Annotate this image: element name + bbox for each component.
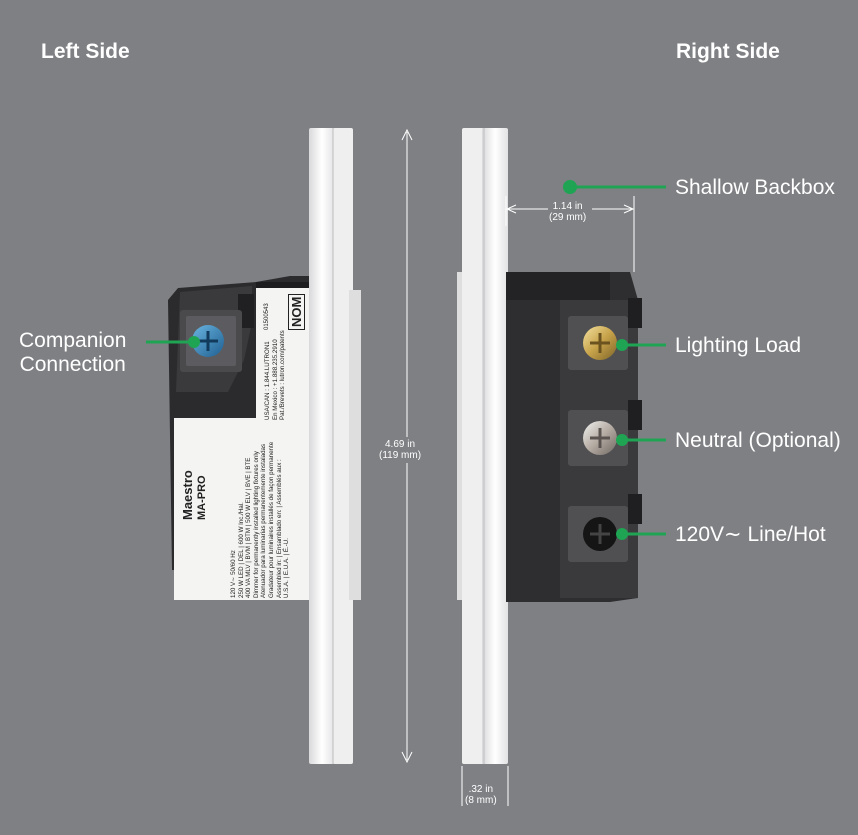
dim-metric: (119 mm) xyxy=(379,450,422,461)
plate-dimension-line xyxy=(461,766,509,806)
left-wall-plate xyxy=(309,128,361,764)
device-model: MA-PRO xyxy=(196,475,208,520)
height-dimension-label: 4.69 in (119 mm) xyxy=(379,437,422,463)
spec-line: U.S.A. | E.U.A. | É.-U. xyxy=(283,538,291,598)
contact-line: En Mexico : +1.888.235.2910 xyxy=(271,339,279,420)
plate-dimension-label: .32 in (8 mm) xyxy=(465,784,497,806)
lighting-load-callout: Lighting Load xyxy=(675,334,802,357)
depth-dimension-label: 1.14 in (29 mm) xyxy=(549,201,586,223)
spec-line: Assembled in: | Ensamblado en: | Assembl… xyxy=(275,459,283,598)
device-specs: 120 V∼ 50/60 Hz 250 W LED | DEL | 600 W … xyxy=(230,420,291,598)
callout-lines xyxy=(146,180,666,540)
nom-mark: NOM xyxy=(288,293,305,330)
neutral-callout: Neutral (Optional) xyxy=(675,429,841,452)
spec-line: 250 W LED | DEL | 600 W Inc./Hal. xyxy=(237,502,245,598)
serial-number: 01500543 xyxy=(264,303,270,330)
contact-line: Pat./Brevets : lutron.com/patents xyxy=(279,330,287,420)
spec-line: 120 V∼ 50/60 Hz xyxy=(230,550,237,598)
spec-line: 400 VA MLV | BVM | BTM | 500 W ELV | BVE… xyxy=(245,457,253,598)
dim-imperial: 4.69 in xyxy=(385,439,416,450)
line-hot-terminal xyxy=(568,506,628,562)
companion-terminal xyxy=(180,310,242,372)
callout-line-2: Connection xyxy=(19,353,126,376)
right-side-heading: Right Side xyxy=(676,40,780,63)
companion-connection-callout: Companion Connection xyxy=(19,329,126,377)
spec-line: Gradateur pour luminaires installés de f… xyxy=(267,441,275,598)
dim-metric: (8 mm) xyxy=(465,795,497,806)
shallow-backbox-callout: Shallow Backbox xyxy=(675,176,835,199)
left-device-label xyxy=(174,288,312,600)
spec-line: Dimmer for permanently installed lightin… xyxy=(252,451,260,598)
right-wall-plate xyxy=(457,128,508,764)
dim-metric: (29 mm) xyxy=(549,212,587,223)
line-hot-callout: 120V∼ Line/Hot xyxy=(675,523,826,546)
lighting-load-terminal xyxy=(568,316,628,370)
dim-imperial: .32 in xyxy=(468,784,494,795)
depth-dimension-line xyxy=(505,196,635,272)
callout-line-1: Companion xyxy=(19,329,127,352)
neutral-terminal xyxy=(568,410,628,466)
left-side-heading: Left Side xyxy=(41,40,130,63)
device-brand: Maestro xyxy=(180,470,195,520)
spec-line: Atenuador para luminarias permanentement… xyxy=(260,443,268,598)
dim-imperial: 1.14 in xyxy=(552,201,583,212)
